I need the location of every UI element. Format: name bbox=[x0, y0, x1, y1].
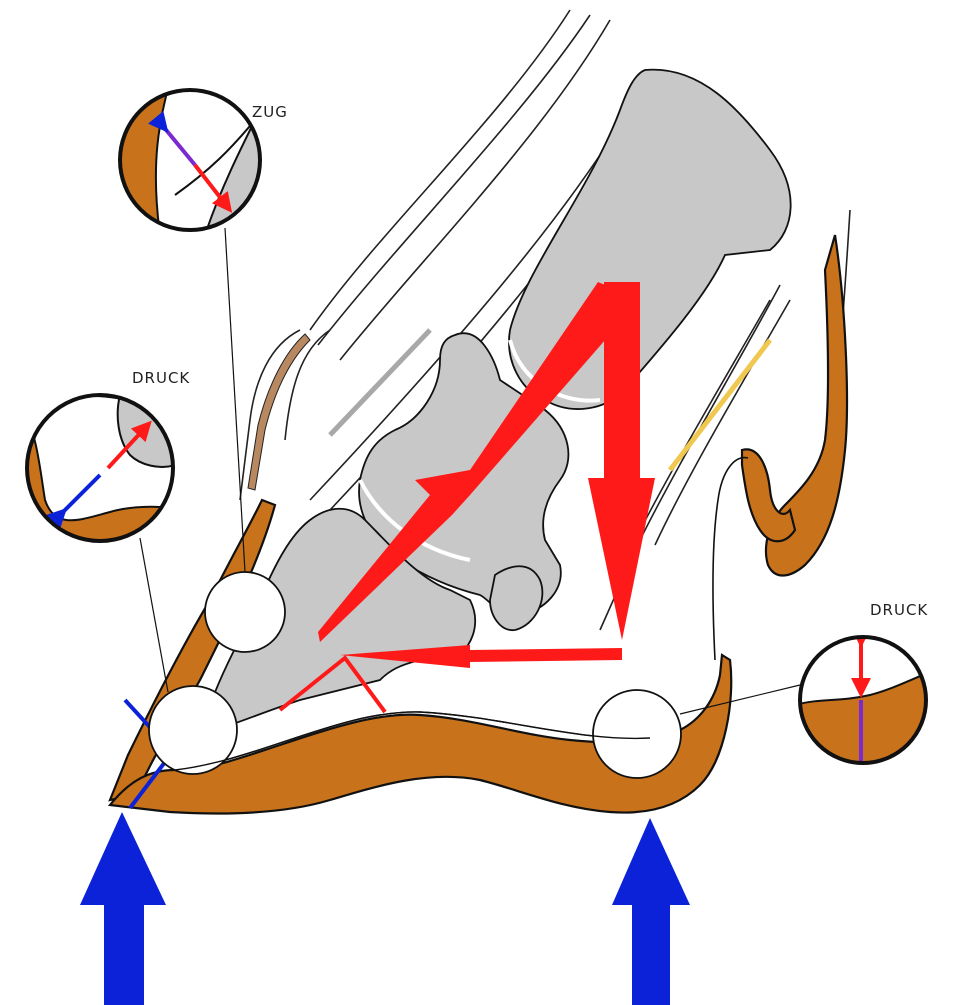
navicular-bone bbox=[490, 566, 542, 630]
bones bbox=[209, 70, 790, 726]
extensor-tendon bbox=[248, 334, 310, 490]
label-druck-left: DRUCK bbox=[132, 369, 190, 387]
up-arrow-toe bbox=[80, 812, 166, 1005]
magnifier-zug bbox=[110, 80, 260, 235]
yellow-tendon-arrow bbox=[670, 340, 770, 470]
up-arrow-heel bbox=[612, 818, 690, 1005]
label-druck-right: DRUCK bbox=[870, 601, 928, 619]
frog-outline bbox=[713, 458, 748, 660]
magnifier-druck-left bbox=[20, 394, 180, 550]
label-zug: ZUG bbox=[252, 103, 288, 121]
ground-force-arrows bbox=[80, 812, 690, 1005]
magnifier-druck-right bbox=[795, 637, 930, 770]
focus-circle-heel bbox=[593, 690, 681, 778]
focus-circle-dorsal bbox=[205, 572, 285, 652]
heel-wall bbox=[742, 449, 795, 541]
